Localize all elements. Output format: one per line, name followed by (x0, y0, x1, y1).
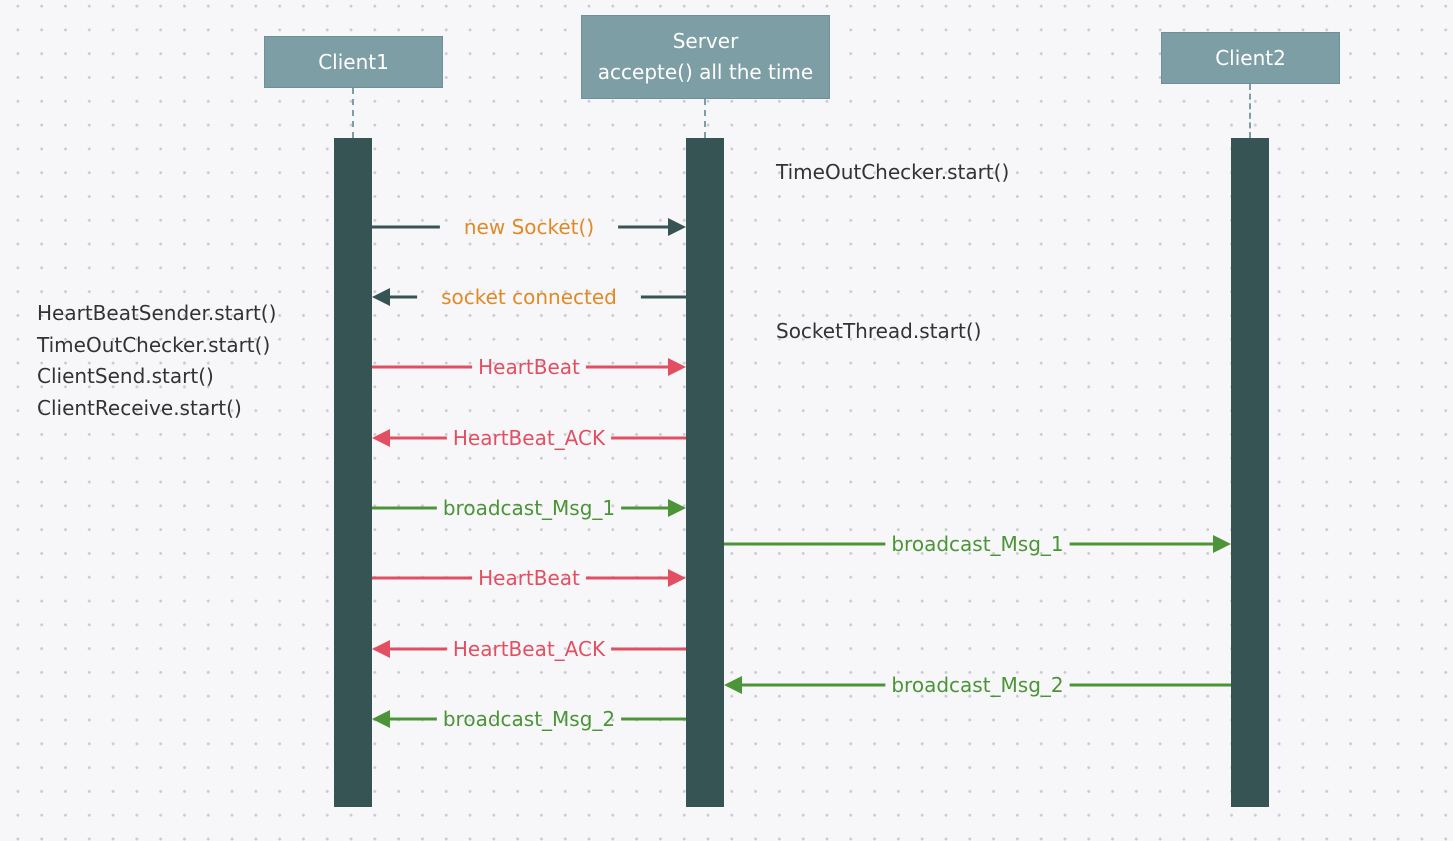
arrowhead-icon (1213, 535, 1231, 553)
message-label: socket connected (441, 285, 617, 309)
message-label: HeartBeat_ACK (453, 637, 606, 661)
arrowhead-icon (372, 429, 390, 447)
actor-server[interactable]: Server accepte() all the time (581, 15, 830, 99)
message-arrow[interactable]: broadcast_Msg_2 (372, 707, 686, 731)
arrowhead-icon (668, 499, 686, 517)
message-label: broadcast_Msg_1 (891, 532, 1063, 556)
arrowhead-icon (724, 676, 742, 694)
activation-bar-client1 (334, 138, 372, 807)
actor-client1-label: Client1 (318, 49, 389, 74)
message-label: broadcast_Msg_2 (443, 707, 615, 731)
arrowhead-icon (668, 358, 686, 376)
message-arrow[interactable]: broadcast_Msg_1 (372, 496, 686, 520)
actor-client1[interactable]: Client1 (264, 36, 443, 88)
message-label: HeartBeat (478, 355, 580, 379)
message-arrow[interactable]: socket connected (372, 285, 686, 309)
activation-bar-server (686, 138, 724, 807)
message-label: broadcast_Msg_2 (891, 673, 1063, 697)
message-label: broadcast_Msg_1 (443, 496, 615, 520)
arrowhead-icon (372, 640, 390, 658)
arrowhead-icon (668, 569, 686, 587)
message-arrow[interactable]: HeartBeat_ACK (372, 426, 686, 450)
note-client1-line: ClientSend.start() (37, 364, 214, 389)
message-label: HeartBeat_ACK (453, 426, 606, 450)
note-client1-line: TimeOutChecker.start() (37, 332, 271, 357)
note-client1-line: HeartBeatSender.start() (37, 301, 277, 325)
arrowhead-icon (372, 288, 390, 306)
message-arrow[interactable]: HeartBeat (372, 355, 686, 379)
note-server-timeoutchecker: TimeOutChecker.start() (776, 160, 1010, 184)
note-client1-line: ClientReceive.start() (37, 396, 242, 421)
message-label: HeartBeat (478, 566, 580, 590)
note-client1-starts: HeartBeatSender.start() TimeOutChecker.s… (37, 298, 276, 425)
actor-server-title: Server (672, 29, 739, 53)
arrowhead-icon (372, 710, 390, 728)
message-label: new Socket() (464, 215, 594, 239)
lifeline-client2 (1249, 84, 1251, 138)
message-arrow[interactable]: HeartBeat_ACK (372, 637, 686, 661)
activation-bar-client2 (1231, 138, 1269, 807)
message-arrow[interactable]: HeartBeat (372, 566, 686, 590)
note-server-socketthread: SocketThread.start() (776, 319, 982, 343)
actor-client2-label: Client2 (1215, 45, 1286, 70)
message-arrow[interactable]: new Socket() (372, 215, 686, 239)
lifeline-client1 (352, 88, 354, 138)
actor-client2[interactable]: Client2 (1161, 32, 1340, 84)
message-arrow[interactable]: broadcast_Msg_1 (724, 532, 1231, 556)
lifeline-server (704, 99, 706, 138)
arrowhead-icon (668, 218, 686, 236)
actor-server-subtitle: accepte() all the time (597, 60, 814, 84)
message-arrow[interactable]: broadcast_Msg_2 (724, 673, 1231, 697)
